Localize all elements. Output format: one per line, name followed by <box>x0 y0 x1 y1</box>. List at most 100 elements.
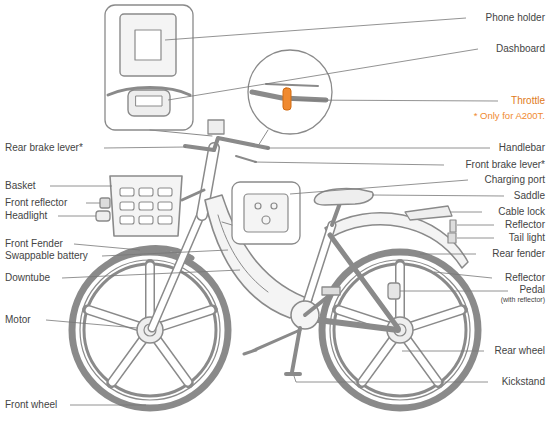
inset-connector <box>258 130 268 146</box>
part-label: Downtube <box>4 272 51 284</box>
port-pin <box>262 216 270 224</box>
part-label: Rear brake lever* <box>4 142 84 154</box>
part-label: * Only for A200T. <box>473 110 546 121</box>
slot <box>158 202 172 210</box>
seatstay <box>330 235 398 328</box>
part-label: Throttle <box>510 95 546 107</box>
leader-lines <box>46 18 508 405</box>
part-label: Tail light <box>508 232 546 244</box>
spoke <box>411 310 460 326</box>
pedal <box>322 287 340 295</box>
leader-line <box>290 180 468 194</box>
leader-line <box>434 272 492 278</box>
part-label: (with reflector) <box>500 296 546 304</box>
phone-holder <box>120 14 176 76</box>
leader-line <box>372 195 504 196</box>
leader-line <box>168 49 478 100</box>
part-label: Pedal <box>518 284 546 296</box>
part-label: Charging port <box>483 174 546 186</box>
leader-line <box>457 225 494 226</box>
leader-line <box>104 147 186 148</box>
spoke <box>89 310 138 326</box>
leader-line <box>102 250 228 256</box>
basket <box>110 176 182 236</box>
part-label: Rear fender <box>491 248 546 260</box>
spoke <box>161 310 212 327</box>
spoke <box>161 310 210 326</box>
slot <box>158 216 172 224</box>
part-label: Rear wheel <box>493 345 546 357</box>
part-label: Reflector <box>504 219 546 231</box>
leader-line <box>70 405 146 406</box>
part-label: Phone holder <box>485 12 547 24</box>
leader-line <box>266 148 490 149</box>
port-pin <box>255 203 261 209</box>
part-label: Motor <box>4 314 32 326</box>
slot <box>158 188 172 196</box>
dashboard-display <box>136 96 162 106</box>
leader-line <box>400 291 508 292</box>
part-label: Basket <box>4 180 37 192</box>
spoke <box>157 340 189 384</box>
slot <box>120 216 134 224</box>
leader-line <box>86 203 100 204</box>
basket-slots <box>120 188 172 224</box>
leader-line <box>420 254 476 255</box>
spoke <box>87 310 138 327</box>
spoke <box>145 264 155 318</box>
cable-lock <box>405 206 452 220</box>
seat-post <box>332 203 340 225</box>
leader-line <box>292 100 498 101</box>
basket-mount <box>182 190 204 200</box>
part-label: Front reflector <box>4 197 68 209</box>
part-label: Kickstand <box>501 376 546 388</box>
leader-line <box>457 238 494 239</box>
handlebar-left <box>185 146 214 150</box>
part-label: Dashboard <box>495 43 546 55</box>
slot <box>139 202 153 210</box>
part-label: Cable lock <box>497 206 546 218</box>
slot <box>139 188 153 196</box>
part-label: Reflector <box>504 272 546 284</box>
spoke <box>157 340 188 382</box>
leader-line <box>254 162 444 165</box>
part-label: Saddle <box>513 190 546 202</box>
spoke <box>362 340 393 382</box>
part-label: Front brake lever* <box>465 159 546 171</box>
crank <box>305 295 330 315</box>
leader-line <box>46 320 137 328</box>
leader-line <box>402 351 484 352</box>
leader-line <box>296 382 488 383</box>
spoke <box>112 340 142 382</box>
inset-circle <box>248 50 332 134</box>
part-label: Swappable battery <box>4 250 89 262</box>
inset-box <box>105 5 193 130</box>
throttle <box>283 88 291 110</box>
headlight <box>96 211 110 221</box>
leader-line <box>62 270 240 278</box>
slot <box>139 216 153 224</box>
bike <box>72 5 478 408</box>
part-label: Front wheel <box>4 399 58 411</box>
pedal-reflector <box>388 283 400 299</box>
part-label: Front Fender <box>4 238 64 250</box>
leader-line <box>450 212 482 213</box>
charging-port <box>244 194 288 232</box>
part-label: Handlebar <box>498 142 546 154</box>
spoke <box>111 340 143 384</box>
inset-connector <box>150 130 212 136</box>
brake-lever <box>236 156 256 162</box>
spoke <box>407 340 438 382</box>
spoke <box>361 340 393 384</box>
kickstand-leg <box>244 330 300 354</box>
slot <box>120 188 134 196</box>
leader-line <box>294 376 296 382</box>
slot <box>120 202 134 210</box>
leader-line <box>58 216 96 217</box>
inset-connector <box>222 222 232 225</box>
dashboard <box>128 90 170 116</box>
port-pin <box>271 203 277 209</box>
handlebar <box>214 138 268 150</box>
